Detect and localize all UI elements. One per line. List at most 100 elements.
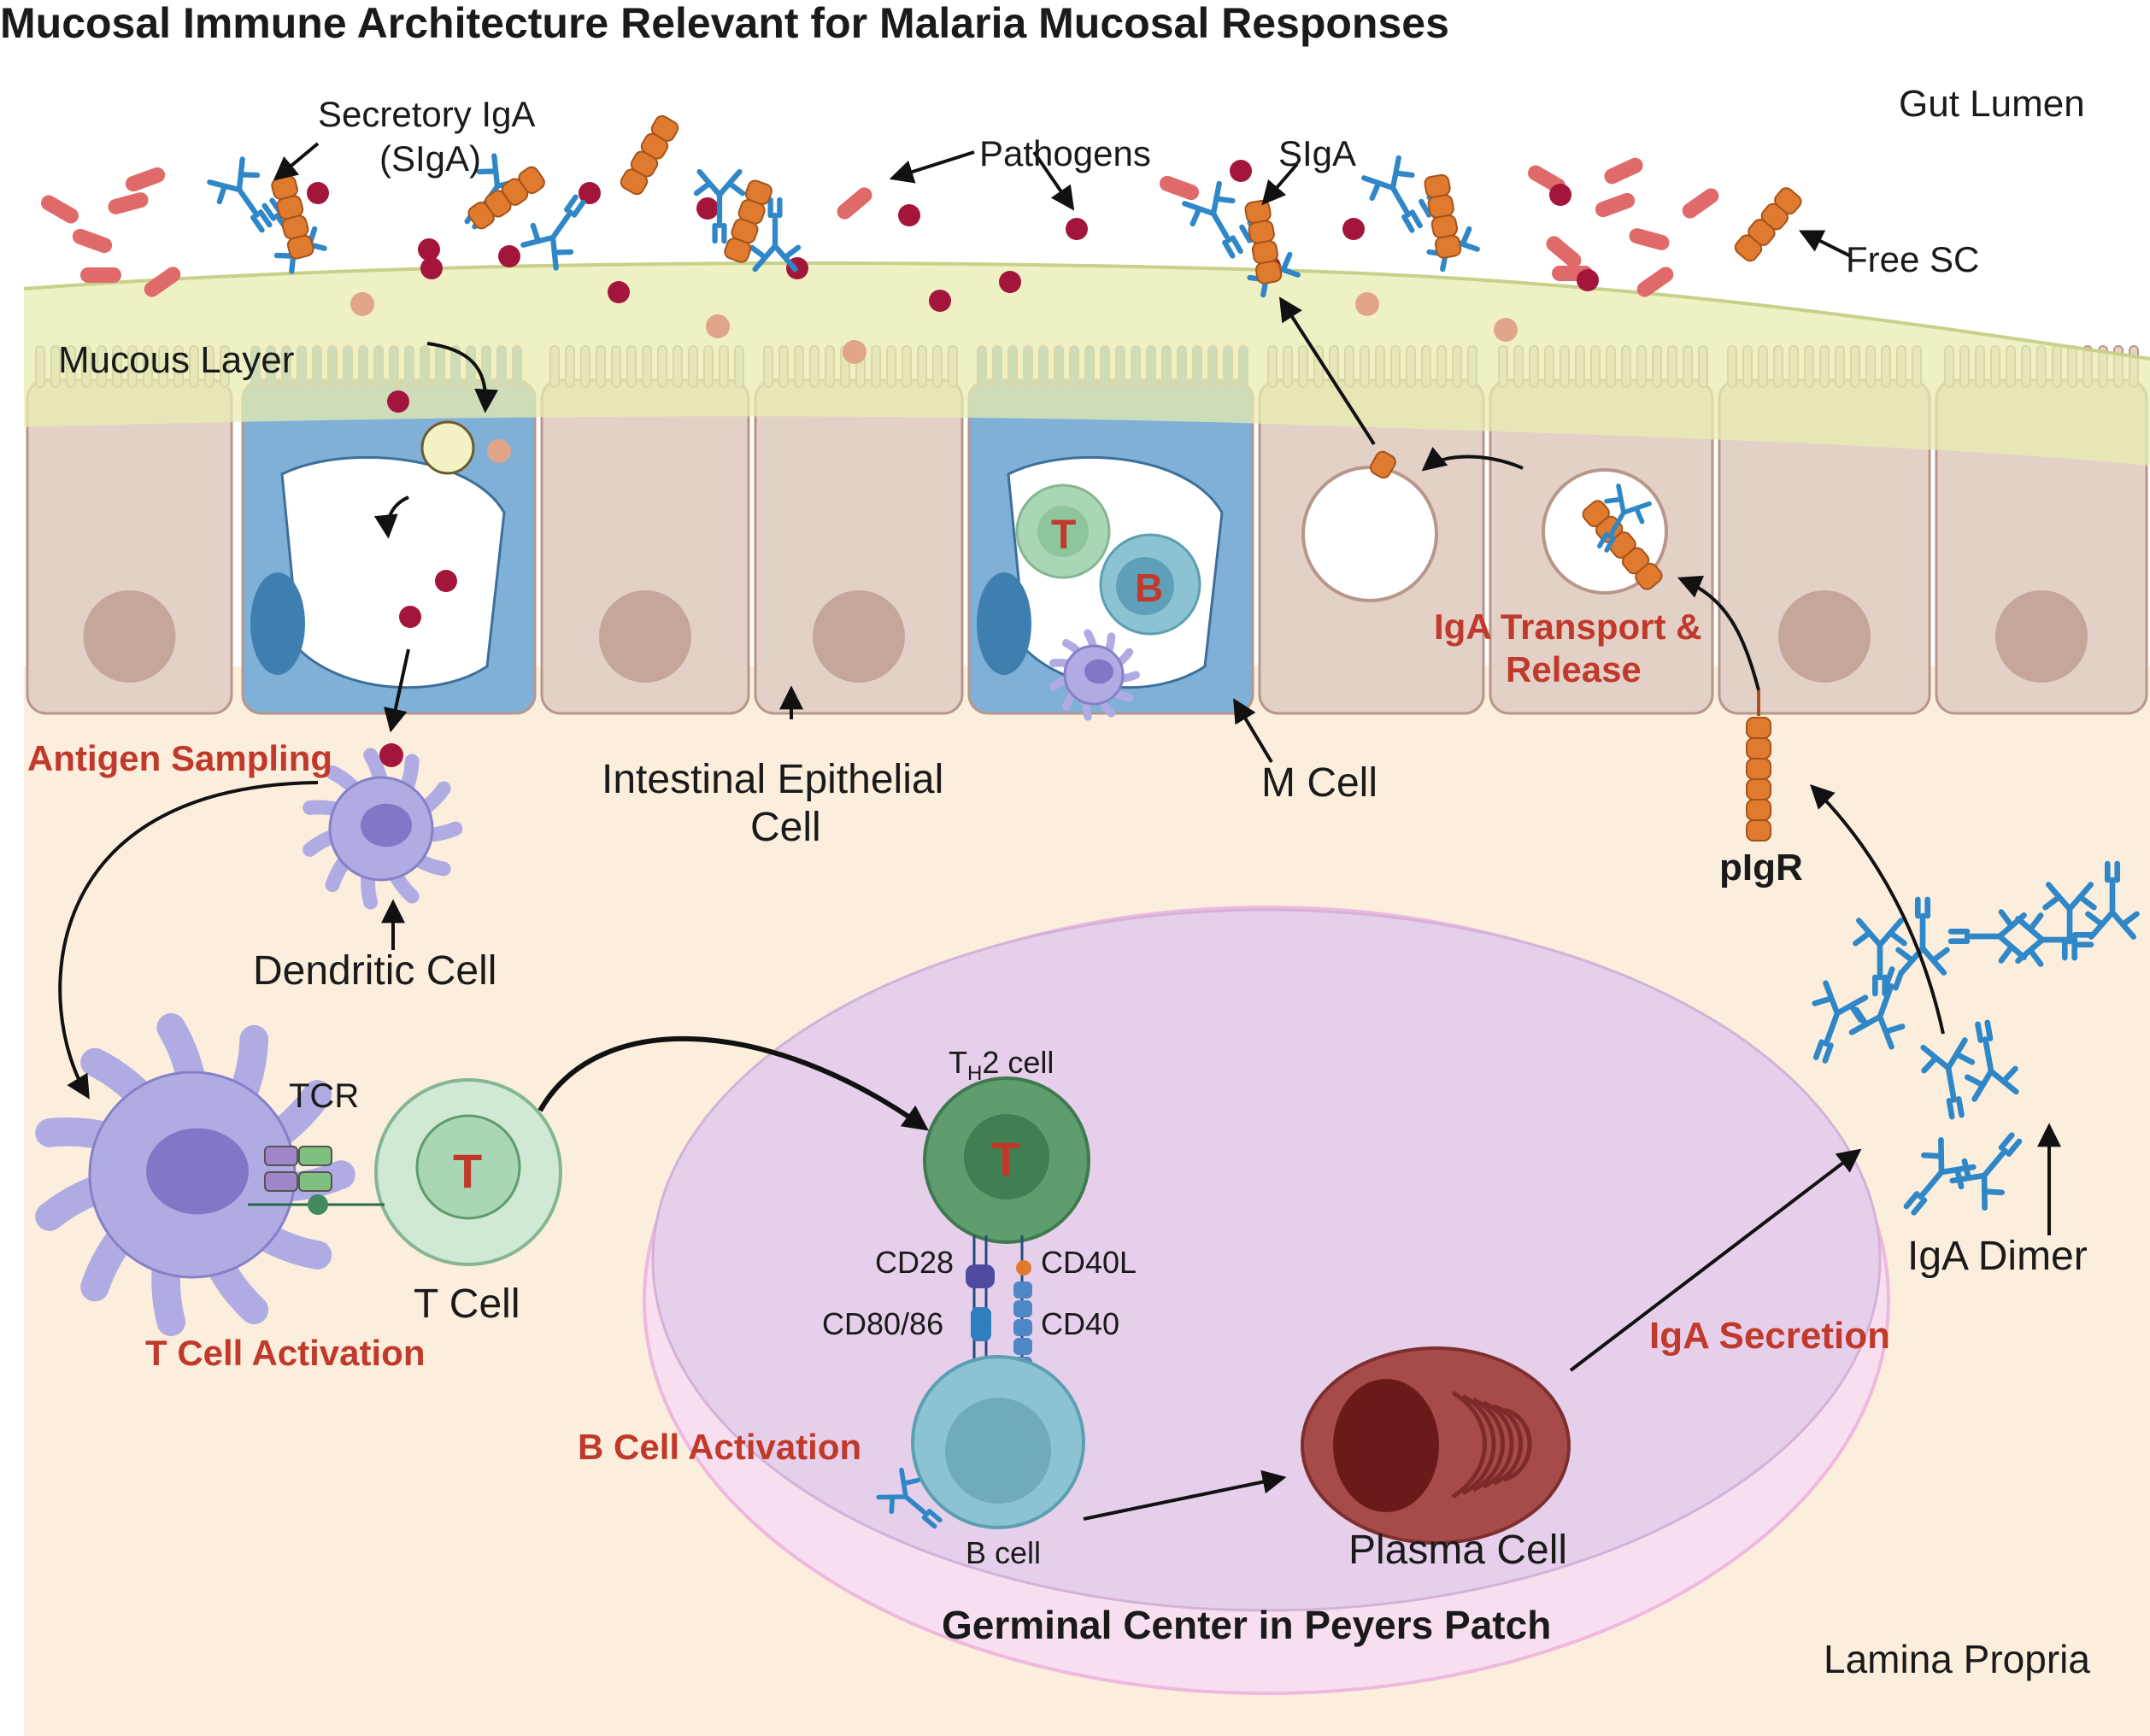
- bacterium-rod: [1604, 157, 1643, 185]
- mucous-layer-label: Mucous Layer: [58, 339, 294, 381]
- iga-secretion-label: IgA Secretion: [1649, 1315, 1890, 1357]
- cell-nucleus: [599, 590, 691, 683]
- transport-vesicle: [1301, 466, 1438, 602]
- antibody: [1964, 1019, 2019, 1102]
- sc-bead: [1369, 450, 1396, 479]
- t-cell-activation-label: T Cell Activation: [145, 1333, 426, 1373]
- antibody: [1361, 155, 1423, 233]
- arrow-bcell-to-plasma: [1083, 1469, 1287, 1521]
- secretory-component-chain: [1244, 199, 1283, 284]
- dendritic-cell-sampling: [303, 748, 463, 910]
- cd40-molecule: [1013, 1300, 1032, 1317]
- bacterium-rod: [1682, 188, 1719, 219]
- captured-antigen: [379, 743, 403, 767]
- antibody-stroke: [1182, 180, 1243, 259]
- pathogen-particle: [418, 238, 440, 261]
- arrow-vesicle-transfer: [1421, 446, 1524, 472]
- m-cell-t-letter: T: [1051, 513, 1076, 558]
- arrow-dimer-to-pigr: [1810, 784, 1945, 1035]
- antibody: [1895, 896, 1950, 976]
- t-cell-label: T Cell: [414, 1281, 520, 1327]
- antibody: [749, 196, 802, 273]
- m-cell-b-letter: B: [1135, 566, 1163, 610]
- sc-bead: [1746, 819, 1771, 842]
- bacterium-rod: [1629, 228, 1670, 250]
- t-cell-letter: T: [453, 1144, 482, 1198]
- siga-in-vesicle: [1582, 500, 1663, 590]
- m-cell-nucleus: [250, 572, 305, 675]
- arrow-siga-release: [1278, 296, 1376, 446]
- antibody-stroke: [1949, 1132, 2023, 1211]
- bacterium-rod: [1595, 192, 1636, 218]
- antigen-sampling-label: Antigen Sampling: [27, 738, 332, 778]
- tcr-receptor: [264, 1146, 298, 1166]
- sc-bead: [467, 201, 495, 230]
- pathogen-particle: [898, 204, 920, 226]
- arrows: [58, 142, 2061, 1521]
- sc-bead: [1746, 758, 1771, 780]
- cd80-86-molecule: [971, 1307, 991, 1341]
- antigen-particle: [1355, 292, 1379, 316]
- antibody-stroke: [1947, 909, 2027, 964]
- bacterium-rod: [125, 167, 166, 192]
- antibody-stroke: [2042, 882, 2097, 961]
- immune-cells: T T B T: [35, 484, 2140, 1545]
- antibody-stroke: [1597, 484, 1652, 553]
- bacterium-rod: [1159, 175, 1200, 201]
- sc-bead: [286, 234, 314, 260]
- bacterium-rod: [144, 267, 181, 297]
- antigen-particle: [706, 314, 730, 338]
- th2-nucleus: [964, 1114, 1049, 1199]
- cd28-label: CD28: [875, 1245, 954, 1280]
- mucous-layer-top: [23, 261, 2150, 361]
- cd40l-label: CD40L: [1041, 1245, 1137, 1280]
- cd40l-molecule: [1016, 1260, 1031, 1276]
- antibody: [2042, 882, 2097, 961]
- antibody: [1597, 484, 1652, 553]
- intestinal-epithelial-label-2: Cell: [750, 805, 821, 850]
- cell-nucleus: [813, 590, 905, 683]
- cd80-86-label: CD80/86: [822, 1306, 943, 1341]
- lamina-propria-label: Lamina Propria: [1824, 1637, 2090, 1681]
- cell-nucleus: [1995, 590, 2088, 683]
- pathogen-particle: [498, 245, 520, 267]
- dendritic-cell-m-pocket: [1049, 629, 1141, 721]
- antibody-stroke: [749, 196, 802, 273]
- tcr-label: TCR: [289, 1077, 359, 1115]
- pathogen-particle: [999, 271, 1021, 293]
- antigen-particle: [1494, 318, 1518, 342]
- co-receptor: [308, 1194, 328, 1215]
- m-cell-nucleus: [977, 572, 1031, 675]
- sc-bead: [620, 168, 649, 196]
- antibody-stroke: [207, 156, 273, 233]
- b-cell-activation-label: B Cell Activation: [578, 1427, 861, 1467]
- iga-dimer-label: IgA Dimer: [1907, 1234, 2088, 1279]
- antibody-stroke: [1920, 1037, 1976, 1120]
- cd40-molecule: [1013, 1319, 1032, 1336]
- m-cell-label: M Cell: [1261, 760, 1378, 806]
- cd40-molecule: [1013, 1338, 1032, 1355]
- lumen-region: [0, 51, 2150, 290]
- antibody-stroke: [1895, 896, 1950, 976]
- pathogen-particle: [435, 570, 457, 592]
- arrow-tcell-to-th2: [538, 1035, 929, 1131]
- secretory-component-chain: [271, 175, 314, 260]
- antibody-stroke: [1853, 918, 1907, 997]
- arrow-antigen-to-dc: [384, 648, 410, 733]
- antibody: [207, 156, 273, 233]
- plasma-er-fold: [1472, 1397, 1505, 1493]
- b-cell-label: B cell: [966, 1535, 1041, 1570]
- antibody: [1920, 1037, 1976, 1120]
- gut-lumen-label: Gut Lumen: [1899, 83, 2085, 125]
- th2-letter: T: [991, 1132, 1020, 1186]
- iga-transport-label: IgA Transport &: [1434, 607, 1701, 647]
- secretory-component-chain: [724, 179, 772, 263]
- pathogen-particle: [608, 281, 630, 303]
- diagram-title: Mucosal Immune Architecture Relevant for…: [0, 0, 1449, 47]
- cell-nucleus: [83, 590, 176, 683]
- pathogen-particle: [1066, 218, 1088, 240]
- arrow-iga-secretion: [1569, 1148, 1862, 1372]
- pathogen-particle: [696, 197, 719, 220]
- pathogen-particle: [929, 290, 951, 312]
- antibody: [1853, 918, 1907, 997]
